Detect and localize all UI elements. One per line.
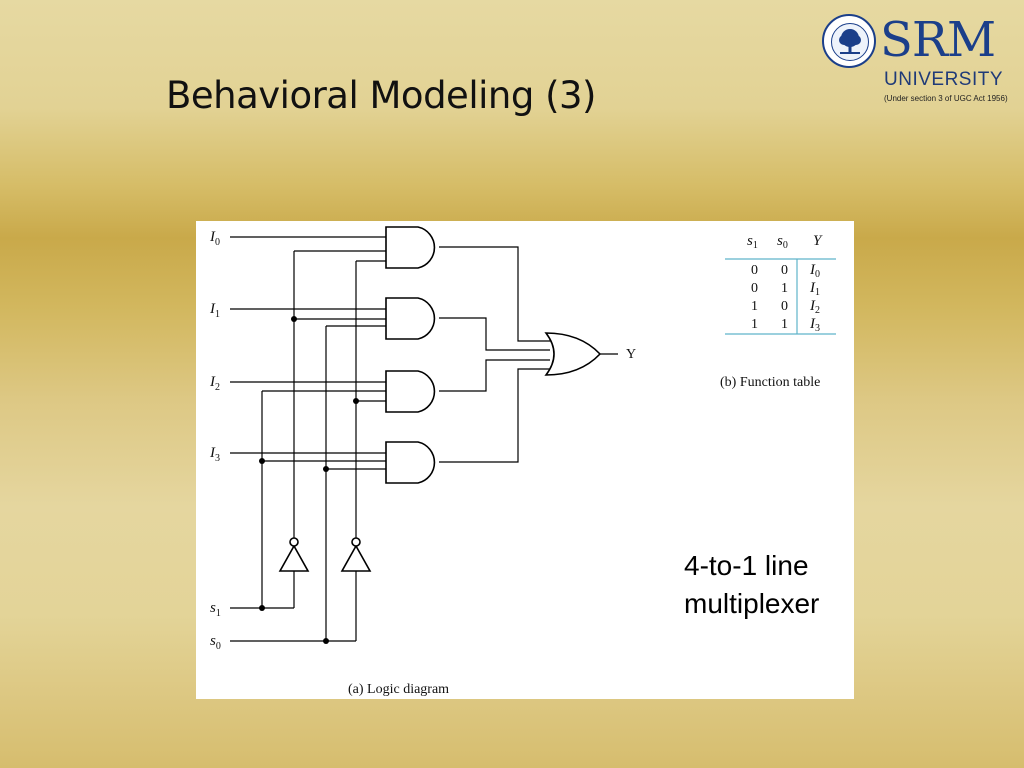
label-i1: I1 <box>209 301 220 320</box>
logo-subname: UNIVERSITY <box>884 69 1004 90</box>
table-header-s1: s1 <box>747 233 758 251</box>
table-cell: 1 <box>781 281 788 296</box>
logo-brand-name: SRM <box>880 12 996 68</box>
and-gate-0 <box>385 226 436 269</box>
logic-diagram: I0 I1 I2 I3 s1 s0 Y (a) Logic diagram s1… <box>209 226 836 697</box>
table-cell: 0 <box>781 299 788 314</box>
junction-dots <box>259 316 359 644</box>
table-cell: 0 <box>751 281 758 296</box>
and-gate-1 <box>385 297 436 340</box>
table-cell: I3 <box>809 316 820 334</box>
label-i3: I3 <box>209 445 220 464</box>
caption-line-2: multiplexer <box>684 588 820 619</box>
table-cell: 0 <box>751 263 758 278</box>
input-wires <box>230 236 386 454</box>
caption-logic-diagram: (a) Logic diagram <box>348 682 449 697</box>
label-s1: s1 <box>210 600 221 619</box>
university-logo: SRM UNIVERSITY (Under section 3 of UGC A… <box>820 8 1016 108</box>
label-i0: I0 <box>209 229 220 248</box>
inverter-s1 <box>278 537 310 572</box>
label-i2: I2 <box>209 374 220 393</box>
slide-title: Behavioral Modeling (3) <box>166 74 597 117</box>
multiplexer-figure: I0 I1 I2 I3 s1 s0 Y (a) Logic diagram s1… <box>196 221 854 699</box>
logo-tagline: (Under section 3 of UGC Act 1956) <box>884 94 1008 103</box>
table-header-y: Y <box>813 233 823 249</box>
table-cell: 0 <box>781 263 788 278</box>
and-output-wires <box>439 246 550 463</box>
table-cell: 1 <box>751 299 758 314</box>
table-cell: I1 <box>809 280 820 298</box>
and-gate-2 <box>385 370 436 413</box>
caption-function-table: (b) Function table <box>720 375 820 390</box>
and-gate-3 <box>385 441 436 484</box>
label-s0: s0 <box>210 633 221 652</box>
caption-line-1: 4-to-1 line <box>684 550 809 581</box>
inverter-s0 <box>340 537 372 572</box>
table-cell: I0 <box>809 262 820 280</box>
tree-icon <box>839 29 861 54</box>
multiplexer-caption: 4-to-1 line multiplexer <box>684 547 819 623</box>
table-cell: I2 <box>809 298 820 316</box>
table-cell: 1 <box>751 317 758 332</box>
or-gate <box>544 332 602 376</box>
table-header-s0: s0 <box>777 233 788 251</box>
university-seal-icon <box>822 14 876 68</box>
function-table: s1 s0 Y 0 0 I0 0 1 I1 1 0 I2 1 1 I3 (b) … <box>720 233 836 390</box>
table-cell: 1 <box>781 317 788 332</box>
label-output: Y <box>626 347 636 362</box>
gate-select-feeds <box>262 250 386 470</box>
